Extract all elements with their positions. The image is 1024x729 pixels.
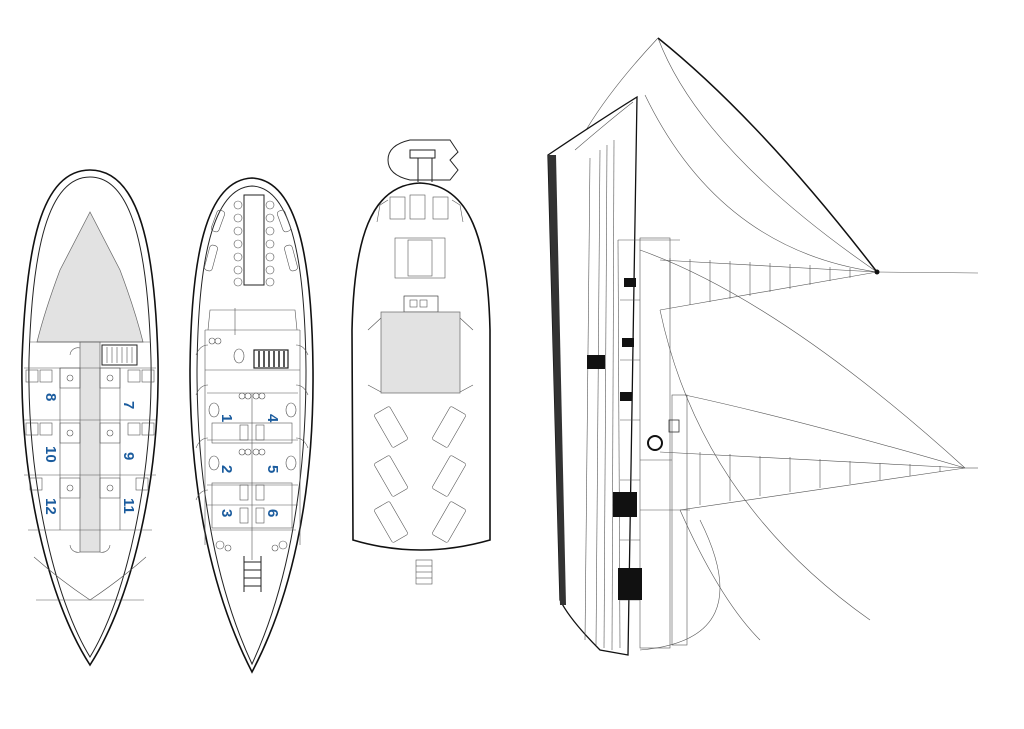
cabin-number-5: 5 [264,465,281,473]
cabin-number-11: 11 [120,498,137,514]
lower-cabin-walls [24,347,156,601]
sun-deck-awning-area [380,311,461,394]
main-deck-stairs [253,349,289,369]
sun-deck-plan [351,139,491,585]
dining-chairs [204,200,298,287]
cabin-number-9: 9 [120,452,137,460]
cabin-number-3: 3 [218,509,235,517]
main-cabin-numbers: 1 2 3 4 5 6 [218,414,281,517]
bowsprit-tip [874,269,880,275]
cabin-number-1: 1 [218,414,235,422]
main-deck-hull-outline [189,177,314,674]
lower-deck-plan: 7 8 9 10 11 12 [21,169,159,667]
central-corridor [79,341,101,553]
lower-cabin-numbers: 7 8 9 10 11 12 [42,393,137,515]
boarding-ladder [243,556,262,592]
cabin-number-10: 10 [42,446,59,463]
main-deck-cabins [195,308,309,560]
cabin-number-12: 12 [42,498,59,515]
cabin-number-8: 8 [42,393,59,401]
cabin-number-6: 6 [264,509,281,517]
cabin-number-4: 4 [264,414,281,423]
sun-loungers [374,406,466,543]
cabin-number-7: 7 [120,401,137,409]
stern-ladder [415,559,433,585]
main-deck-plan: 1 2 3 4 5 6 [189,177,314,674]
portholes [587,278,642,600]
life-ring-icon [647,435,663,451]
stairs [101,344,138,366]
dining-table [243,194,265,286]
cabin-number-2: 2 [218,465,235,473]
dinghy [387,139,459,182]
hull-side [547,95,690,656]
side-elevation [547,37,979,656]
